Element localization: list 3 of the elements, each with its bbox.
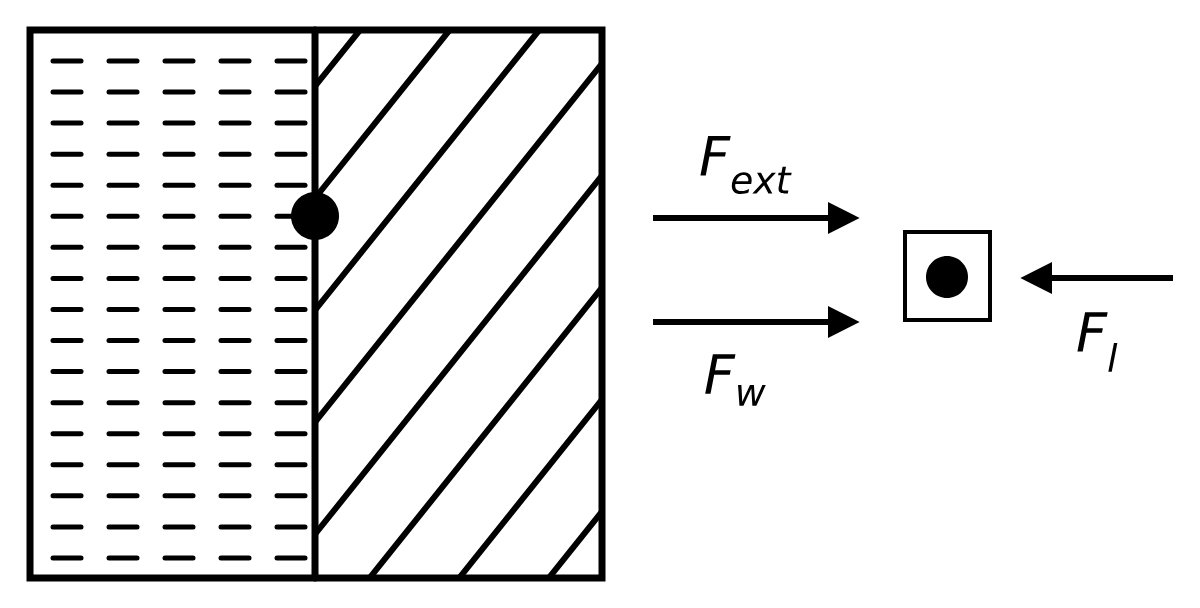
force-label: F$_{w}$ <box>705 354 766 406</box>
force-label: F$_{ext}$ <box>700 136 792 194</box>
force-label: F$_{l}$ <box>1077 312 1118 372</box>
